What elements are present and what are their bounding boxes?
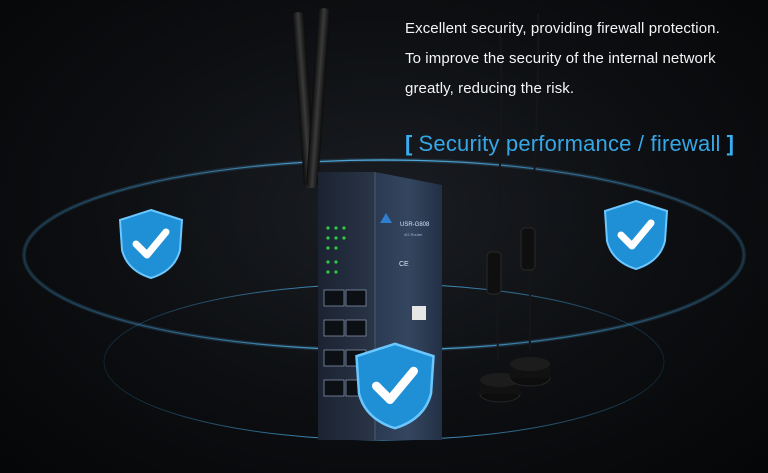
- magnetic-antenna: [479, 13, 551, 403]
- headline-open-bracket: [: [405, 131, 413, 156]
- ce-mark: CE: [399, 261, 409, 268]
- shield-check-icon: [355, 342, 435, 430]
- device-model-label: USR-G808: [400, 222, 430, 228]
- description-line-1: Excellent security, providing firewall p…: [405, 20, 720, 37]
- description-line-3: greatly, reducing the risk.: [405, 80, 575, 97]
- headline-close-bracket: ]: [726, 131, 735, 156]
- shield-check-icon: [603, 199, 669, 271]
- device-sub-label: 4G Router: [404, 232, 423, 237]
- shield-check-icon: [118, 208, 184, 280]
- description-line-2: To improve the security of the internal …: [405, 50, 716, 67]
- feature-headline: [Security performance / firewall]: [405, 131, 734, 157]
- headline-title: Security performance / firewall: [418, 131, 721, 156]
- feature-description: Excellent security, providing firewall p…: [405, 14, 760, 104]
